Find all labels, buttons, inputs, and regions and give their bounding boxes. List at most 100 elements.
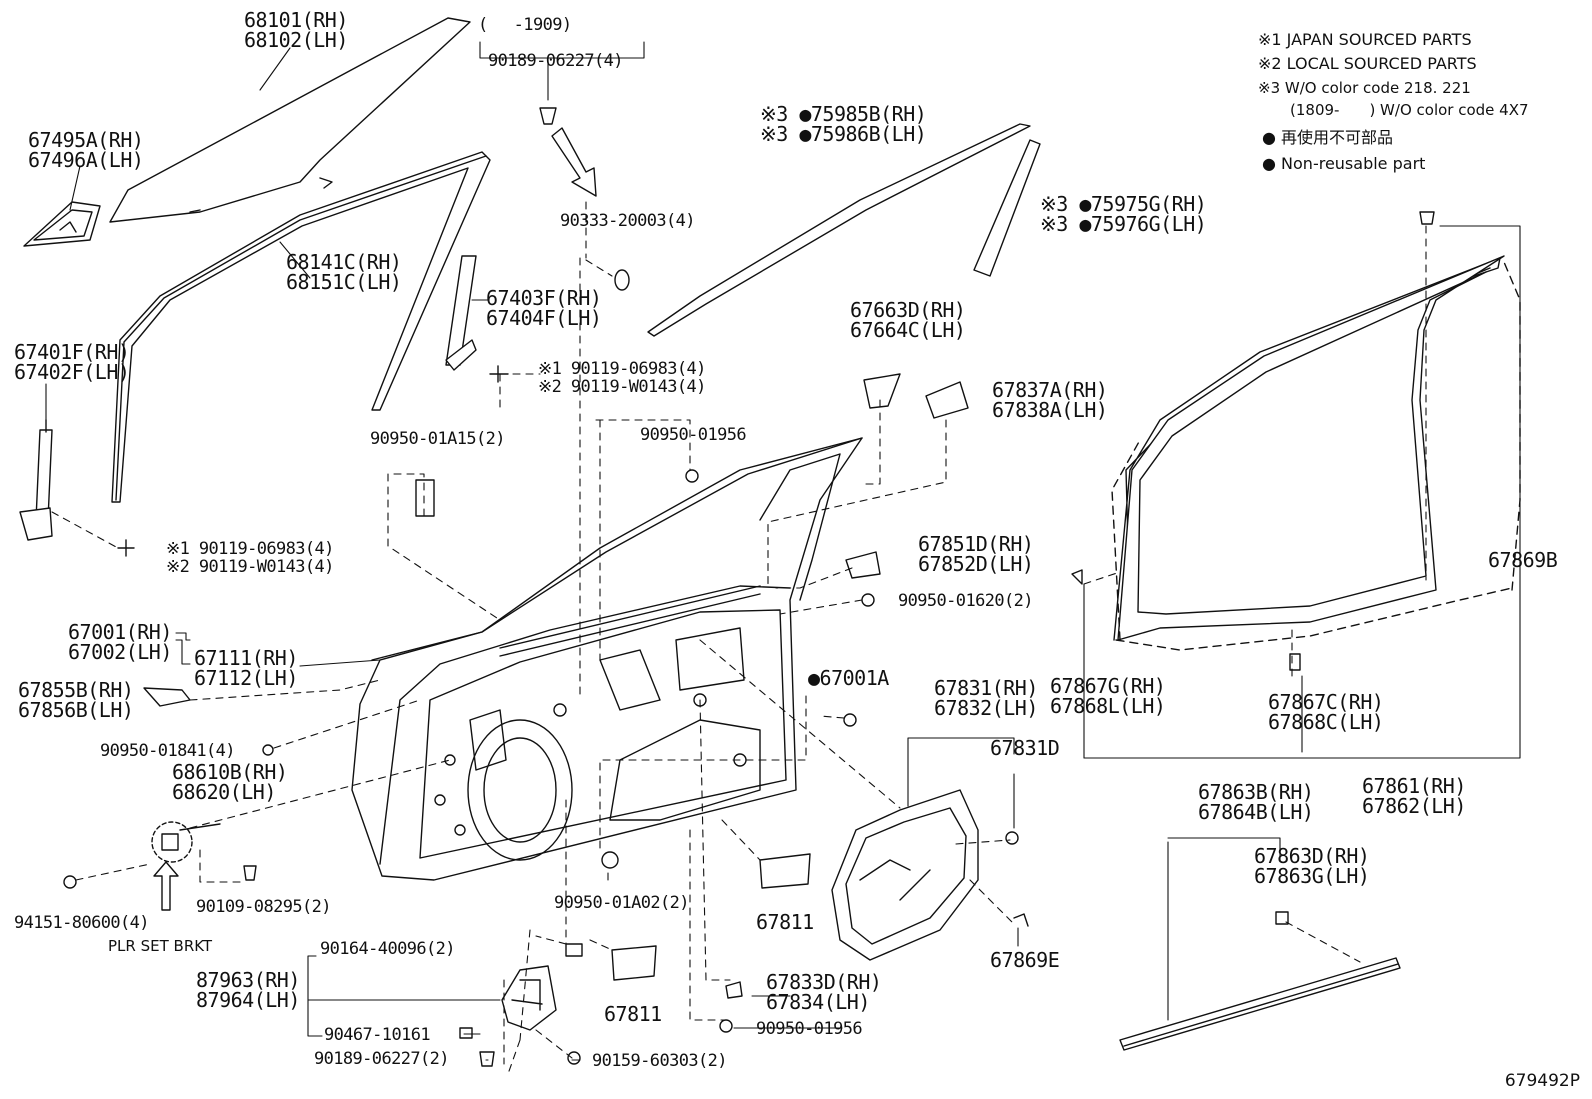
part-number-line: 90159-60303(2) <box>592 1051 727 1071</box>
part-number-line: ※3 ●75985B(RH) <box>760 102 927 126</box>
part-number-line: 67838A(LH) <box>992 398 1108 422</box>
belt-moulding-upper <box>647 123 1031 337</box>
label-90333: 90333-20003(4) <box>560 212 695 230</box>
part-number-line: 67002(LH) <box>68 640 172 664</box>
label-67851d: 67851D(RH)67852D(LH) <box>918 532 1034 574</box>
label-90164: 90164-40096(2) <box>320 940 455 958</box>
part-number-line: 68610B(RH) <box>172 760 288 784</box>
part-number-line: 90109-08295(2) <box>196 897 331 917</box>
label-67863d: 67863D(RH)67863G(LH) <box>1254 844 1370 888</box>
part-number-line: 67833D(RH) <box>766 970 882 994</box>
part-number-line: 67402F(LH) <box>14 360 130 384</box>
arrow-up-icon <box>153 861 179 911</box>
part-number-line: 90950-01A15(2) <box>370 429 505 449</box>
part-number-line: 87964(LH) <box>196 988 300 1012</box>
label-67833d: 67833D(RH)67834(LH) <box>766 970 882 1014</box>
part-number-line: 67834(LH) <box>766 990 870 1014</box>
part-number-line: 68151C(LH) <box>286 270 402 294</box>
part-number-line: 67831D <box>990 736 1060 760</box>
part-number-line: 67496A(LH) <box>28 148 144 172</box>
part-number-line: ※2 90119-W0143(4) <box>166 557 334 577</box>
label-67869e: 67869E <box>990 948 1060 972</box>
label-75975g: ※3 ●75975G(RH)※3 ●75976G(LH) <box>1040 194 1207 234</box>
mirror-corner-piece <box>23 201 101 247</box>
note-color-code-4x7: (1809- ) W/O color code 4X7 <box>1290 101 1529 119</box>
label-67831d: 67831D <box>990 736 1060 760</box>
part-number-line: 87963(RH) <box>196 968 300 992</box>
part-number-line: 67403F(RH) <box>486 286 602 310</box>
dashed-guides <box>51 201 1427 1075</box>
part-number-line: 90950-01A02(2) <box>554 893 689 913</box>
label-90950-01956-bottom: 90950-01956 <box>756 1019 863 1039</box>
part-number-line: 90164-40096(2) <box>320 939 455 959</box>
label-90467: 90467-10161 <box>324 1025 431 1045</box>
part-number-line: 67111(RH) <box>194 646 298 670</box>
part-number-line: 67851D(RH) <box>918 532 1034 556</box>
door-lock <box>501 965 557 1031</box>
part-number-line: 67861(RH) <box>1362 774 1466 798</box>
door-weatherstrip <box>1111 255 1521 651</box>
part-number-line: 67811 <box>604 1002 662 1026</box>
label-plr-set-brkt: PLR SET BRKT <box>108 938 212 955</box>
label-67111: 67111(RH)67112(LH) <box>194 648 298 688</box>
part-number-line: 67862(LH) <box>1362 794 1466 818</box>
part-number-line: 67401F(RH) <box>14 340 130 364</box>
label-67837a: 67837A(RH)67838A(LH) <box>992 378 1108 422</box>
part-number-line: 90950-01956 <box>756 1019 863 1039</box>
part-number-line: 67837A(RH) <box>992 378 1108 402</box>
part-number-line: 67867G(RH) <box>1050 674 1166 698</box>
label-87963: 87963(RH)87964(LH) <box>196 970 300 1010</box>
glass-run-channel <box>111 151 491 503</box>
part-number-line: 67869E <box>990 948 1060 972</box>
label-90950-01a15: 90950-01A15(2) <box>370 430 505 448</box>
part-number-line: ※3 ●75986B(LH) <box>760 122 927 146</box>
label-67861: 67861(RH)67862(LH) <box>1362 776 1466 816</box>
label-75985b: ※3 ●75985B(RH)※3 ●75986B(LH) <box>760 102 927 146</box>
part-number-line: 67856B(LH) <box>18 698 134 722</box>
label-94151: 94151-80600(4) <box>14 914 149 932</box>
part-number-line: 68141C(RH) <box>286 250 402 274</box>
label-screw-mid: ※1 90119-06983(4)※2 90119-W0143(4) <box>538 360 706 396</box>
part-number-line: 67001(RH) <box>68 620 172 644</box>
part-number-line: 67831(RH) <box>934 676 1038 700</box>
part-number-line: 67663D(RH) <box>850 298 966 322</box>
label-67495a: 67495A(RH)67496A(LH) <box>28 130 144 172</box>
part-number-line: 67404F(LH) <box>486 306 602 330</box>
part-number-line: PLR SET BRKT <box>108 937 213 955</box>
figure-number: 679492P <box>1504 1071 1580 1091</box>
label-1909: ( -1909) <box>478 15 572 35</box>
label-67401f: 67401F(RH)67402F(LH) <box>14 340 130 384</box>
part-number-line: 90189-06227(2) <box>314 1049 449 1069</box>
label-90950-01620: 90950-01620(2) <box>898 592 1033 610</box>
note-color-code: ※3 W/O color code 218. 221 <box>1258 79 1471 97</box>
label-90950-01a02: 90950-01A02(2) <box>554 894 689 912</box>
label-67869b: 67869B <box>1488 548 1558 572</box>
part-number-line: 90950-01841(4) <box>100 741 235 761</box>
part-number-line: 90333-20003(4) <box>560 211 695 231</box>
part-number-line: 68101(RH) <box>244 8 348 32</box>
label-67663d: 67663D(RH)67664C(LH) <box>850 298 966 342</box>
part-number-line: 67869B <box>1488 548 1558 572</box>
part-number-line: 94151-80600(4) <box>14 913 149 933</box>
label-67831: 67831(RH)67832(LH) <box>934 678 1038 718</box>
label-90950-01841: 90950-01841(4) <box>100 742 235 760</box>
part-number-line: 90467-10161 <box>324 1025 431 1045</box>
label-67811-center: 67811 <box>756 912 814 932</box>
part-number-line: 90189-06227(4) <box>488 51 623 71</box>
part-number-line: 67855B(RH) <box>18 678 134 702</box>
label-67811-bottom: 67811 <box>604 1004 662 1024</box>
note-local-sourced: ※2 LOCAL SOURCED PARTS <box>1258 54 1477 73</box>
label-68610b: 68610B(RH)68620(LH) <box>172 760 288 802</box>
part-number-line: 67664C(LH) <box>850 318 966 342</box>
part-number-line: ※2 90119-W0143(4) <box>538 377 706 397</box>
label-67001a: ●67001A <box>808 668 889 688</box>
part-number-line: 67863D(RH) <box>1254 844 1370 868</box>
rear-lower-channel <box>19 419 53 541</box>
fasteners <box>63 107 1435 1067</box>
note-non-reusable-jp: ● 再使用不可部品 <box>1262 128 1394 147</box>
part-number-line: ( -1909) <box>478 15 572 35</box>
door-check <box>151 821 221 863</box>
part-number-line: 67863G(LH) <box>1254 864 1370 888</box>
